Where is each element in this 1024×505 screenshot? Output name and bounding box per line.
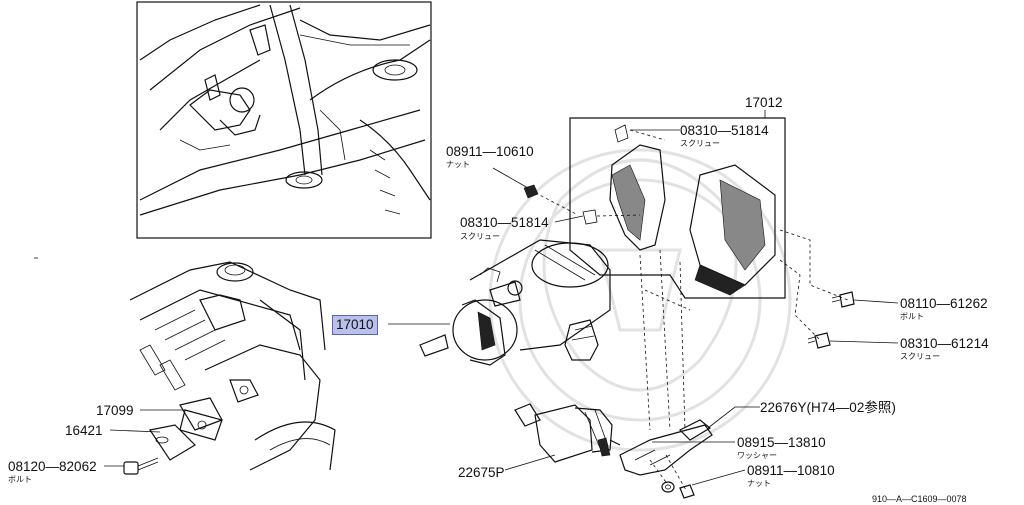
- part-label-08911-10810[interactable]: 08911—10810: [747, 463, 835, 478]
- leader-lines: [529, 129, 849, 491]
- hardware: [523, 184, 855, 499]
- bolt-08120: [123, 457, 159, 475]
- part-label-17012[interactable]: 17012: [745, 95, 783, 110]
- part-label-08310-51814-mid[interactable]: 08310—51814: [460, 215, 549, 230]
- diagram-code: 910—A—C1609—0078: [872, 494, 967, 504]
- callout-leaders: [34, 110, 899, 486]
- part-sublabel-08110-61262: ボルト: [900, 312, 924, 321]
- part-sublabel-08120-82062: ボルト: [8, 475, 32, 484]
- part-label-08310-61214[interactable]: 08310—61214: [900, 336, 989, 351]
- part-sublabel-08310-51814-mid: スクリュー: [460, 232, 500, 241]
- fuel-pump: [419, 239, 611, 366]
- part-label-22676Y[interactable]: 22676Y(H74—02参照): [760, 400, 896, 415]
- part-label-17099[interactable]: 17099: [96, 403, 134, 418]
- fuel-filter: [514, 403, 621, 463]
- inset-engine-bay: [136, 1, 432, 239]
- part-label-08110-61262[interactable]: 08110—61262: [900, 296, 988, 311]
- heat-insulator-box: [569, 117, 786, 299]
- watermark: [488, 148, 792, 452]
- engine-block: [129, 261, 336, 471]
- flange-parts: [149, 409, 223, 461]
- part-label-16421[interactable]: 16421: [65, 423, 103, 438]
- part-sublabel-08310-51814-top: スクリュー: [680, 139, 720, 148]
- part-label-22675P[interactable]: 22675P: [458, 465, 505, 480]
- part-sublabel-08911-10610: ナット: [446, 160, 470, 169]
- part-label-08120-82062[interactable]: 08120—82062: [8, 459, 97, 474]
- part-sublabel-08911-10810: ナット: [747, 479, 771, 488]
- part-label-08911-10610[interactable]: 08911—10610: [446, 144, 534, 159]
- filter-bracket: [619, 419, 713, 476]
- part-label-08310-51814-top[interactable]: 08310—51814: [680, 123, 769, 138]
- part-label-08915-13810[interactable]: 08915—13810: [737, 435, 826, 450]
- part-sublabel-08915-13810: ワッシャー: [737, 451, 777, 460]
- part-sublabel-08310-61214: スクリュー: [900, 352, 940, 361]
- part-label-17010-highlighted[interactable]: 17010: [332, 315, 378, 335]
